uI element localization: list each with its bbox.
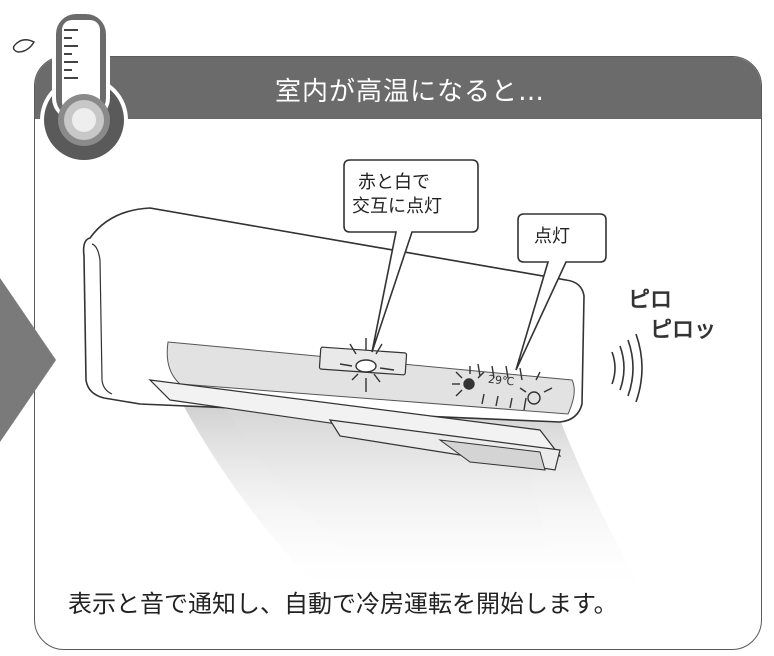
right-display bbox=[452, 363, 553, 411]
callout-text-right: 点灯 bbox=[534, 226, 570, 247]
sweat-drop-icon bbox=[12, 39, 35, 53]
thermometer-icon bbox=[12, 10, 128, 164]
callout-bubble-center bbox=[343, 159, 479, 353]
callout-text-line1: 赤と白で bbox=[358, 172, 430, 193]
sound-text-1: ピロ bbox=[628, 288, 673, 313]
caption-text: 表示と音で通知し、自動で冷房運転を開始します。 bbox=[68, 590, 618, 618]
header-title: 室内が高温になると… bbox=[275, 77, 546, 107]
card-header: 室内が高温になると… bbox=[35, 57, 761, 119]
sound-text-2: ピロッ bbox=[650, 318, 717, 343]
sound-wave-icon bbox=[611, 333, 643, 403]
next-arrow-icon bbox=[0, 278, 56, 442]
display-temperature: 29℃ bbox=[487, 372, 515, 389]
callout-text-line2: 交互に点灯 bbox=[352, 196, 442, 217]
callout-bubble-right bbox=[515, 213, 607, 371]
ac-bottom-panel bbox=[166, 341, 575, 415]
